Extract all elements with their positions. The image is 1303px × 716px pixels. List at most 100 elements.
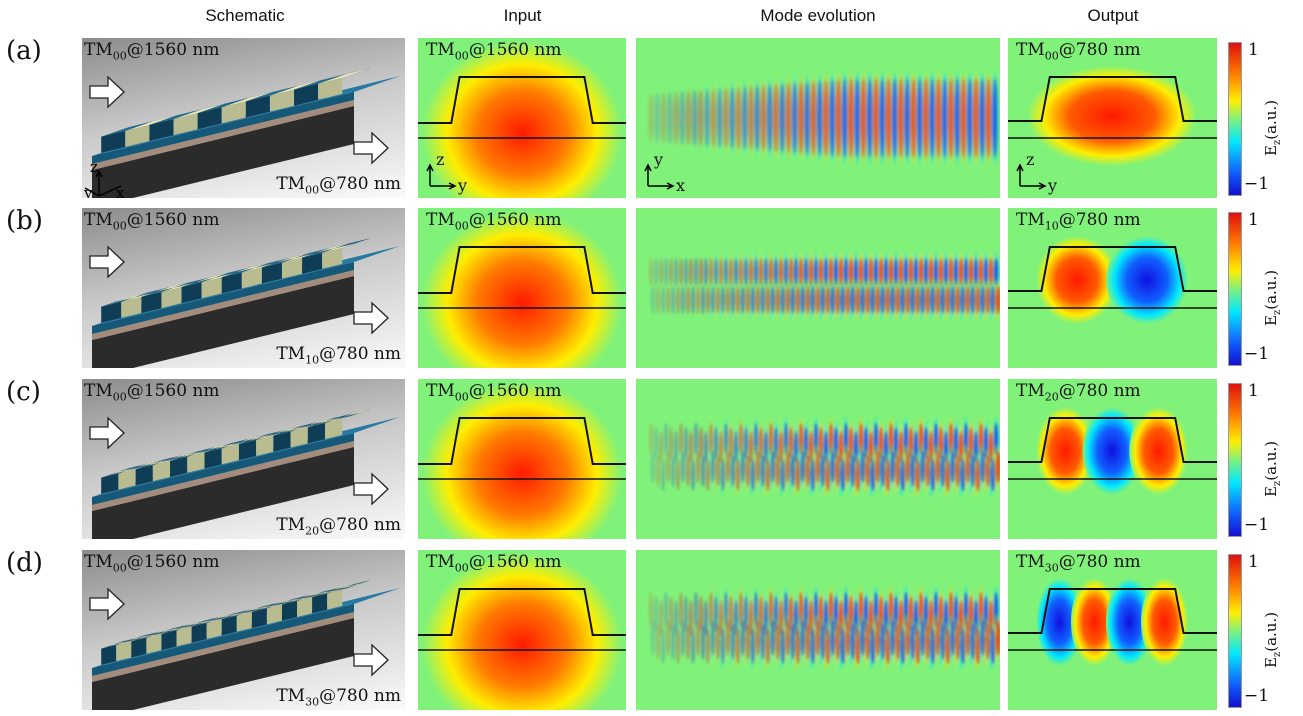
wavelength: @1560 nm xyxy=(126,381,220,401)
row-label: (a) xyxy=(6,36,42,66)
field-unit: (a.u.) xyxy=(1262,269,1280,310)
field-symbol: E xyxy=(1262,145,1280,156)
mode-evolution-field xyxy=(648,252,1000,320)
waveguide-outline xyxy=(418,588,626,636)
waveguide-3d-model xyxy=(92,409,400,539)
wavelength: @780 nm xyxy=(1058,40,1141,60)
colorbar xyxy=(1228,554,1242,708)
mode-name: TM xyxy=(84,210,113,230)
arrow-icon xyxy=(89,75,125,109)
mode-name: TM xyxy=(1016,381,1045,401)
colorbar-max-label: 1 xyxy=(1248,552,1259,572)
mode-name: TM xyxy=(426,40,455,60)
colorbar xyxy=(1228,383,1242,537)
mode-index: 00 xyxy=(112,390,127,404)
mode-index: 00 xyxy=(454,561,469,575)
mode-evolution-panel xyxy=(636,550,1000,710)
mode-index: 30 xyxy=(1044,561,1059,575)
schematic-panel: TM00@1560 nm TM30@780 nm xyxy=(82,550,405,710)
axis-label: y xyxy=(83,184,93,198)
wavelength: @780 nm xyxy=(1058,552,1141,572)
column-header-input: Input xyxy=(503,6,542,25)
wavelength: @780 nm xyxy=(319,514,401,535)
arrow-icon xyxy=(353,301,389,335)
mode-name: TM xyxy=(84,552,113,572)
waveguide-outline xyxy=(418,417,626,465)
waveguide-3d-model xyxy=(92,238,400,368)
wavelength: @1560 nm xyxy=(468,552,562,572)
output-mode-lobe xyxy=(1036,236,1118,324)
field-unit: (a.u.) xyxy=(1262,440,1280,481)
colorbar-axis-label: Ez(a.u.) xyxy=(1262,612,1283,668)
axis-label-vertical: z xyxy=(1026,150,1035,169)
input-mode-field xyxy=(422,553,622,710)
waveguide-outline xyxy=(418,246,626,294)
schematic-output-label: TM20@780 nm xyxy=(276,515,401,537)
wavelength: @780 nm xyxy=(319,173,401,194)
mode-name: TM xyxy=(1016,552,1045,572)
mode-index: 00 xyxy=(454,219,469,233)
mode-name: TM xyxy=(276,514,306,535)
row-label: (b) xyxy=(6,206,43,236)
input-mode-label: TM00@1560 nm xyxy=(426,40,562,62)
colorbar-axis-label: Ez(a.u.) xyxy=(1262,441,1283,497)
wavelength: @1560 nm xyxy=(468,210,562,230)
input-mode-field xyxy=(422,41,622,198)
mode-name: TM xyxy=(426,381,455,401)
waveguide-outline xyxy=(1008,588,1217,634)
output-field-panel: TM30@780 nm xyxy=(1008,550,1217,710)
input-mode-label: TM00@1560 nm xyxy=(426,381,562,403)
input-field-panel: TM00@1560 nm xyxy=(418,379,626,539)
axis-label: x xyxy=(116,184,125,198)
waveguide-3d-model xyxy=(92,68,400,198)
wavelength: @1560 nm xyxy=(468,381,562,401)
mode-index: 00 xyxy=(112,219,127,233)
mode-index: 10 xyxy=(305,353,320,366)
waveguide-outline xyxy=(1008,76,1217,122)
wavelength: @1560 nm xyxy=(126,210,220,230)
output-field-panel: TM20@780 nm xyxy=(1008,379,1217,539)
field-component: z xyxy=(1272,651,1283,658)
mode-index: 00 xyxy=(112,561,127,575)
schematic-output-label: TM30@780 nm xyxy=(276,686,401,708)
mode-evolution-field xyxy=(648,586,1000,670)
mode-index: 00 xyxy=(454,49,469,63)
axes-indicator xyxy=(644,163,675,190)
axes-indicator xyxy=(1016,163,1047,190)
schematic-input-label: TM00@1560 nm xyxy=(84,552,220,574)
row-label: (c) xyxy=(6,377,41,407)
field-component: z xyxy=(1272,480,1283,487)
input-mode-label: TM00@1560 nm xyxy=(426,210,562,232)
input-mode-label: TM00@1560 nm xyxy=(426,552,562,574)
colorbar-axis-label: Ez(a.u.) xyxy=(1262,100,1283,156)
schematic-input-label: TM00@1560 nm xyxy=(84,210,220,232)
output-mode-label: TM20@780 nm xyxy=(1016,381,1141,403)
waveguide-outline xyxy=(1008,417,1217,463)
mode-index: 10 xyxy=(1044,219,1059,233)
colorbar-max-label: 1 xyxy=(1248,381,1259,401)
waveguide-outline xyxy=(418,76,626,124)
arrow-icon xyxy=(89,416,125,450)
output-mode-lobe xyxy=(1129,407,1188,495)
colorbar-min-label: −1 xyxy=(1244,515,1270,535)
column-header-mode-evolution: Mode evolution xyxy=(760,6,876,25)
input-mode-field xyxy=(422,211,622,368)
colorbar-min-label: −1 xyxy=(1244,344,1270,364)
mode-evolution-panel xyxy=(636,379,1000,539)
output-mode-label: TM00@780 nm xyxy=(1016,40,1141,62)
wavelength: @780 nm xyxy=(1058,381,1141,401)
input-mode-field xyxy=(422,382,622,539)
colorbar-max-label: 1 xyxy=(1248,210,1259,230)
mode-index: 00 xyxy=(454,390,469,404)
colorbar-min-label: −1 xyxy=(1244,686,1270,706)
wavelength: @1560 nm xyxy=(468,40,562,60)
output-mode-lobe xyxy=(1071,578,1118,666)
axis-label-horizontal: y xyxy=(1048,176,1058,195)
wavelength: @780 nm xyxy=(319,343,401,364)
column-header-schematic: Schematic xyxy=(205,6,285,25)
output-field-panel: TM00@780 nm xyxy=(1008,38,1217,198)
mode-evolution-field xyxy=(648,417,1000,497)
output-field-panel: TM10@780 nm xyxy=(1008,208,1217,368)
input-field-panel: TM00@1560 nm xyxy=(418,550,626,710)
